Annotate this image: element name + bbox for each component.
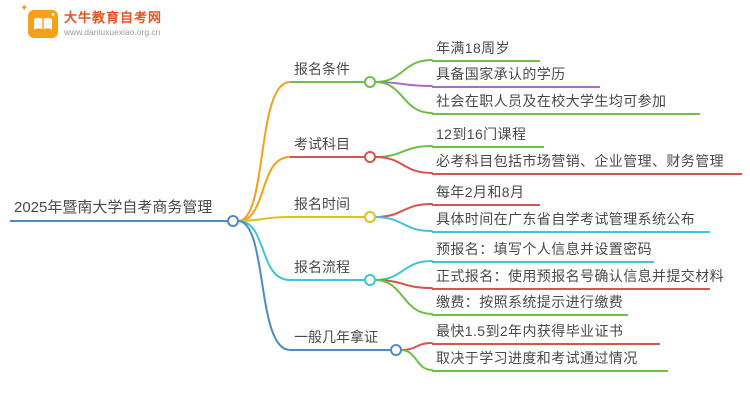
curve-b5-leaf2 — [400, 349, 433, 371]
branch3-handle — [364, 211, 376, 223]
curve-b1-leaf1 — [374, 59, 433, 83]
logo-url[interactable]: www.daniuxuexiao.org.cn — [64, 27, 161, 37]
curve-b5-leaf1 — [400, 342, 433, 351]
leaf-months: 每年2月和8月 — [432, 183, 540, 206]
branch-process: 报名流程 — [290, 258, 364, 281]
curve-root-branch1 — [237, 81, 291, 222]
branch1-handle — [364, 76, 376, 88]
leaf-course-count: 12到16门课程 — [432, 125, 544, 148]
curve-root-branch5 — [237, 220, 291, 351]
branch-conditions: 报名条件 — [290, 60, 364, 83]
leaf-required-courses: 必考科目包括市场营销、企业管理、财务管理 — [432, 152, 742, 175]
logo-texts: 大牛教育自考网 www.daniuxuexiao.org.cn — [64, 10, 162, 38]
leaf-preregister: 预报名：填写个人信息并设置密码 — [432, 240, 654, 263]
curve-b2-leaf1 — [374, 145, 433, 158]
site-logo[interactable]: ✦ 大牛教育自考网 www.daniuxuexiao.org.cn — [20, 4, 162, 38]
leaf-eligible: 社会在职人员及在校大学生均可参加 — [432, 92, 700, 115]
branch-time: 报名时间 — [290, 195, 364, 218]
curve-b3-leaf2 — [374, 216, 433, 232]
sparkle-icon: ✦ — [20, 3, 29, 14]
logo-mark: ✦ — [20, 4, 58, 38]
leaf-fastest: 最快1.5到2年内获得毕业证书 — [432, 322, 660, 345]
leaf-payment: 缴费：按照系统提示进行缴费 — [432, 293, 628, 316]
curve-b2-leaf2 — [374, 156, 433, 174]
root-topic: 2025年暨南大学自考商务管理 — [10, 199, 228, 222]
leaf-register: 正式报名：使用预报名号确认信息并提交材料 — [432, 267, 724, 290]
root-handle — [227, 215, 239, 227]
branch2-handle — [364, 151, 376, 163]
leaf-depends: 取决于学习进度和考试通过情况 — [432, 349, 668, 372]
book-icon — [28, 10, 58, 38]
leaf-age: 年满18周岁 — [432, 39, 540, 62]
curve-root-branch4 — [237, 220, 291, 281]
curve-root-branch2 — [237, 156, 291, 222]
curve-b4-leaf1 — [374, 260, 433, 281]
leaf-announce: 具体时间在广东省自学考试管理系统公布 — [432, 210, 710, 233]
curve-b1-leaf3 — [374, 81, 433, 114]
curve-b3-leaf1 — [374, 203, 433, 218]
branch-subjects: 考试科目 — [290, 135, 364, 158]
leaf-education: 具备国家承认的学历 — [432, 65, 600, 88]
branch4-handle — [364, 274, 376, 286]
branch-years: 一般几年拿证 — [290, 328, 390, 351]
curve-b4-leaf3 — [374, 279, 433, 315]
logo-title[interactable]: 大牛教育自考网 — [64, 10, 163, 25]
branch5-handle — [390, 344, 402, 356]
